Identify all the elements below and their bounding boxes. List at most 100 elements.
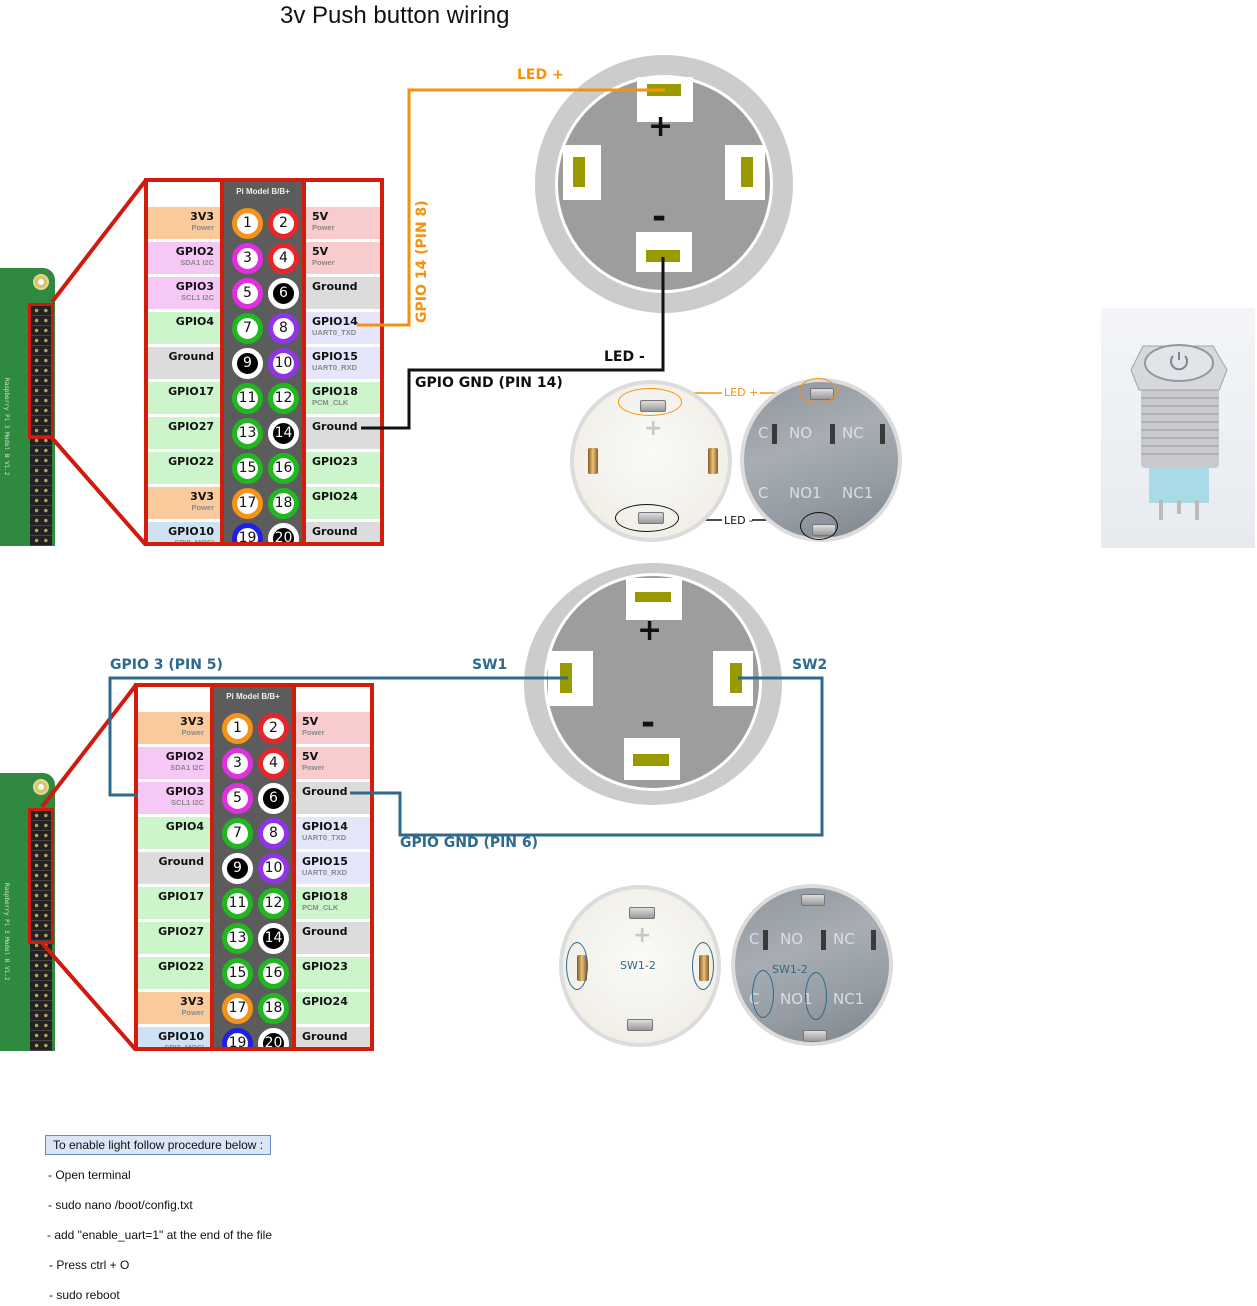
zoom-line [50,178,148,304]
terminal-pad-bottom [636,232,692,272]
photo-label-c: C [749,930,760,948]
pin-function-sub: Power [181,728,204,737]
pin-label-right: Ground [306,277,380,312]
led-plus-terminal [647,84,681,96]
pin-function: GPIO22 [158,960,204,973]
pin-function: GPIO10 [168,525,214,538]
gpio-pin: 9 [232,348,263,379]
pinout-header: Pi Model B/B+ [226,692,280,701]
gpio-pin: 11 [222,888,253,919]
gpio-pin: 16 [268,453,299,484]
gpio-pin: 14 [268,418,299,449]
slot [871,930,876,950]
pin-function-sub: Power [312,258,335,267]
pin-label-right: GPIO24 [306,487,380,522]
pin-function: GPIO24 [312,490,358,503]
gpio-pin: 5 [232,278,263,309]
pin-function: Ground [302,925,348,938]
instruction-step: - sudo nano /boot/config.txt [48,1198,193,1212]
gpio-pin: 18 [258,993,289,1024]
pin-function: GPIO14 [312,315,358,328]
pin-function-sub: SCL1 I2C [171,798,204,807]
switch-terminal [741,157,753,187]
pin-label-left: GPIO27 [148,417,220,452]
pin-function: GPIO27 [168,420,214,433]
mounting-hole [33,274,49,290]
pin-function-sub: SDA1 I2C [180,258,214,267]
label-gpio14: GPIO 14 (PIN 8) [414,200,430,323]
pin-label-left: GPIO22 [138,957,210,992]
pin-function: GPIO3 [175,280,214,293]
pin-function: 5V [302,750,319,763]
pin-function: 3V3 [190,490,214,503]
pin-label-left: GPIO17 [148,382,220,417]
highlight-ring-sw [752,970,774,1018]
instruction-step: - Open terminal [48,1168,131,1182]
pin-function: 3V3 [190,210,214,223]
photo-label-nc1: NC1 [833,990,865,1008]
gpio-pin: 12 [258,888,289,919]
pin-label-left: GPIO4 [138,817,210,852]
instructions-title: To enable light follow procedure below : [45,1135,272,1155]
pin-function-sub: UART0_TXD [312,328,357,337]
photo-label-sw1-2-grey: SW1-2 [772,963,808,976]
label-gpio-gnd-6: GPIO GND (PIN 6) [400,835,539,851]
gpio-pin: 1 [222,713,253,744]
pin-function: GPIO27 [158,925,204,938]
label-led-plus: LED + [517,67,564,83]
gpio-pin: 12 [268,383,299,414]
gpio-pin: 14 [258,923,289,954]
gpio-pin: 7 [222,818,253,849]
button-diagram-led: + - [535,55,793,313]
pin-function: GPIO17 [158,890,204,903]
photo-label-sw1-2: SW1-2 [620,959,656,972]
pin-label-left: GPIO4 [148,312,220,347]
pin-function-sub: UART0_TXD [302,833,347,842]
pin-function-sub: SPI0_MOSI [174,538,214,546]
pin-function: Ground [158,855,204,868]
highlight-ring-sw [805,972,827,1020]
sw2-terminal [730,663,742,693]
pin-label-right: GPIO24 [296,992,370,1027]
gpio-pin: 16 [258,958,289,989]
pin-label-right: GPIO23 [296,957,370,992]
board-silkscreen: Raspberry Pi 3 Model B V1.2 [3,378,10,476]
pin-label-left: Ground [138,852,210,887]
terminal-pad-left [563,145,601,200]
label-gpio-gnd-14: GPIO GND (PIN 14) [415,375,563,391]
gpio-pin: 20 [268,523,299,542]
pin-label-right: Ground [306,417,380,452]
label-sw1: SW1 [472,657,508,673]
gpio-pin: 15 [222,958,253,989]
gpio-pin: 13 [222,923,253,954]
highlight-ring-sw [566,942,588,990]
mounting-hole [33,779,49,795]
photo-label-nc1: NC1 [842,484,874,502]
pin-function-sub: Power [302,728,325,737]
switch-contact [708,448,718,474]
gpio-pin: 5 [222,783,253,814]
gpio-pin: 1 [232,208,263,239]
gpio-pin: 19 [222,1028,253,1047]
board-silkscreen: Raspberry Pi 3 Model B V1.2 [3,883,10,981]
photo-label-led-plus: LED + [724,386,759,399]
terminal [635,592,671,602]
terminal-pad-right [725,145,765,200]
pin-function: Ground [302,1030,348,1043]
highlight-ring-led-plus [799,378,837,404]
pin-function: GPIO23 [302,960,348,973]
slot [830,424,835,444]
pin-label-right: Ground [296,922,370,957]
pin-function-sub: Power [191,223,214,232]
product-photo-push-button [1101,308,1255,548]
